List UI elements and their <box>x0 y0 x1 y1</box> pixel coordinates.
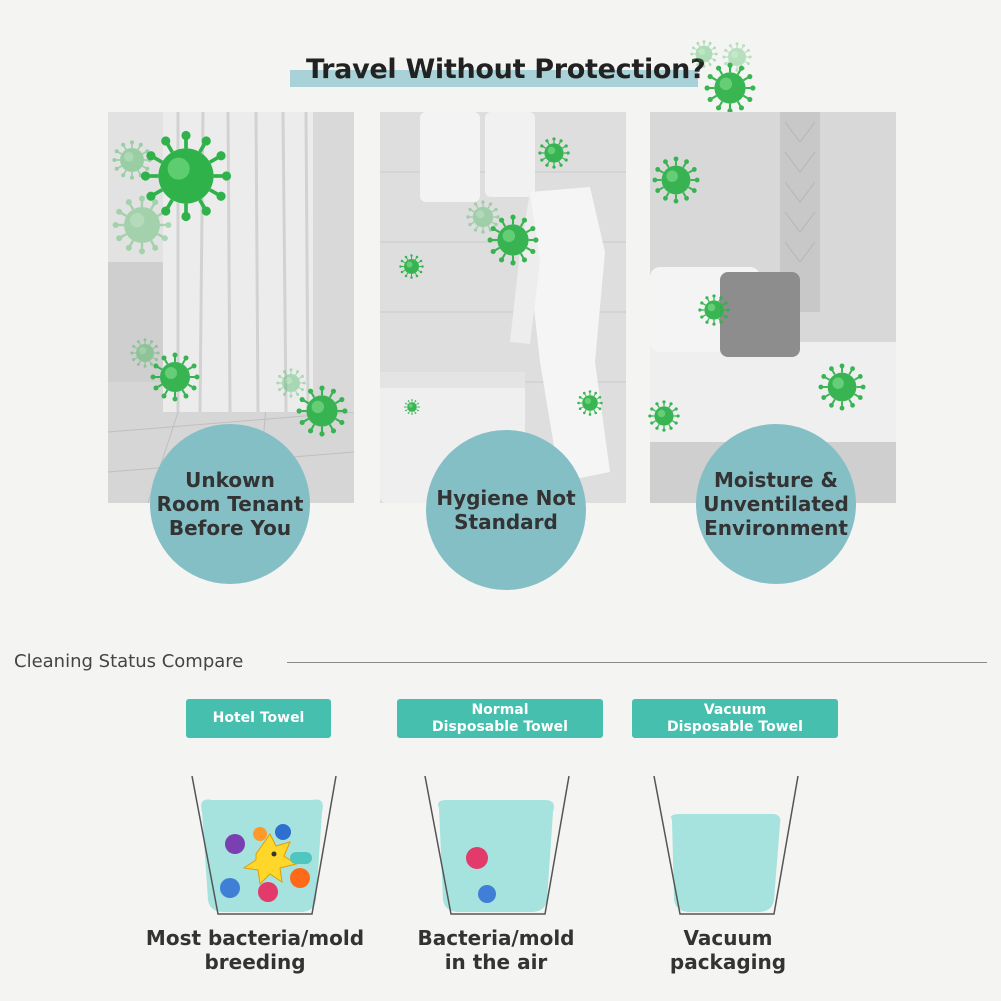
virus-icon <box>722 42 752 72</box>
callout-label: Moisture & Unventilated Environment <box>703 468 849 540</box>
badge-text: Disposable Towel <box>667 718 803 735</box>
badge-vacuum-towel: Vacuum Disposable Towel <box>632 699 838 738</box>
page-title: Travel Without Protection? <box>306 54 706 85</box>
badge-text: Normal <box>471 701 529 718</box>
caption-line: Vacuum <box>683 926 773 950</box>
bacteria-icon <box>220 824 312 902</box>
caption-normal-towel: Bacteria/mold in the air <box>376 926 616 974</box>
badge-text: Hotel Towel <box>212 710 305 726</box>
badge-text: Disposable Towel <box>432 718 568 735</box>
badge-text: Vacuum <box>703 701 767 718</box>
caption-vacuum-towel: Vacuum packaging <box>608 926 848 974</box>
caption-hotel-towel: Most bacteria/mold breeding <box>135 926 375 974</box>
section-heading: Cleaning Status Compare <box>14 651 244 672</box>
badge-hotel-towel: Hotel Towel <box>186 699 331 738</box>
callout-label: Hygiene Not Standard <box>436 486 576 534</box>
caption-line: Bacteria/mold <box>417 926 575 950</box>
cup-icon <box>653 775 799 915</box>
callout-hygiene: Hygiene Not Standard <box>426 430 586 590</box>
cup-icon <box>191 775 337 915</box>
caption-line: breeding <box>204 950 306 974</box>
title-underline <box>290 70 698 87</box>
callout-moisture: Moisture & Unventilated Environment <box>696 424 856 584</box>
badge-normal-towel: Normal Disposable Towel <box>397 699 603 738</box>
section-divider <box>287 662 987 663</box>
cup-icon <box>424 775 570 915</box>
headline: Travel Without Protection? <box>290 48 706 94</box>
bacteria-icon <box>466 847 496 903</box>
virus-icon <box>704 62 756 114</box>
callout-unknown-tenant: Unkown Room Tenant Before You <box>150 424 310 584</box>
caption-line: in the air <box>444 950 548 974</box>
callout-label: Unkown Room Tenant Before You <box>156 468 304 540</box>
caption-line: Most bacteria/mold <box>145 926 365 950</box>
caption-line: packaging <box>669 950 787 974</box>
